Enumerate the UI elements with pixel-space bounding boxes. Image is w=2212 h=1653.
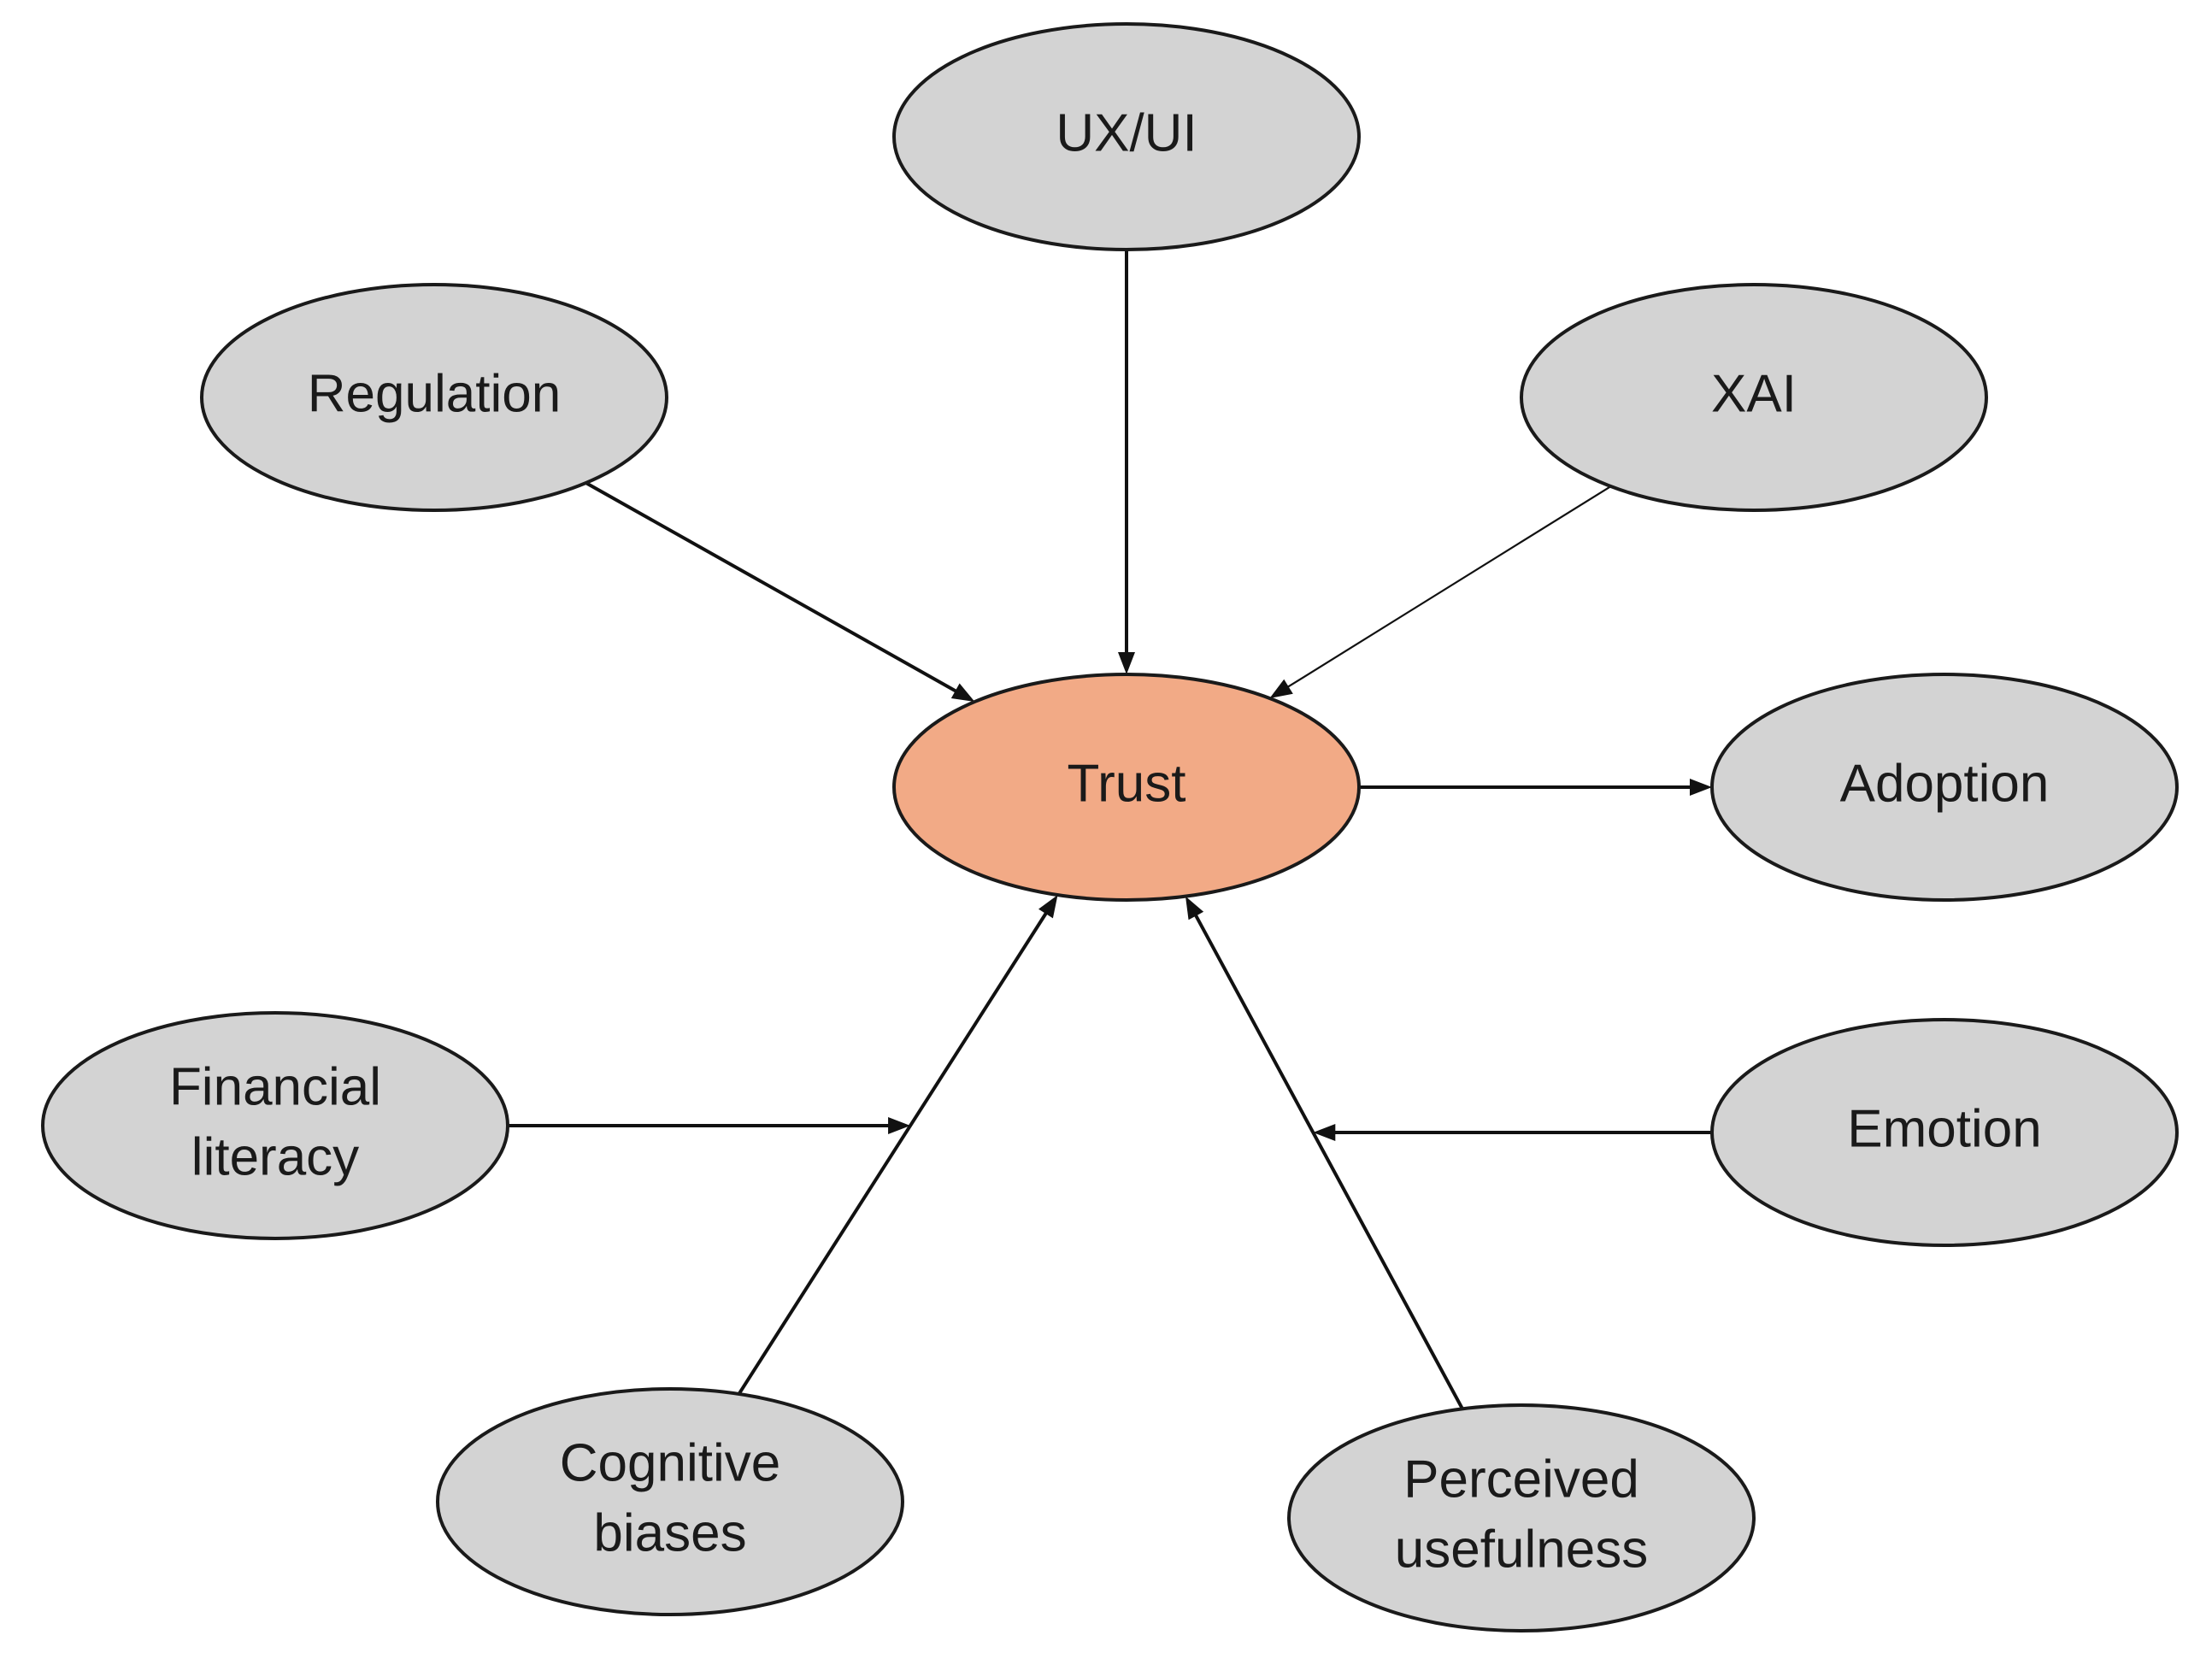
nodes-layer: UX/UI Regulation XAI Trust AdoptionFinancial… — [41, 22, 2179, 1632]
node-emotion-ellipse — [1710, 1018, 2179, 1247]
node-cognitive-biases-ellipse — [436, 1387, 904, 1616]
node-trust: Trust — [892, 673, 1361, 902]
node-perceived-usefulness-ellipse — [1287, 1403, 1756, 1632]
node-financial-literacy-ellipse — [41, 1011, 509, 1240]
edge-financial-literacy-to-cognitive-biases-to-trust-arrowhead — [888, 1117, 911, 1134]
edge-uxui-to-trust — [1118, 250, 1135, 674]
node-xai-ellipse — [1520, 283, 1988, 512]
node-uxui-ellipse — [892, 22, 1361, 251]
edge-trust-to-adoption-arrowhead — [1690, 779, 1712, 796]
node-emotion: Emotion — [1710, 1018, 2179, 1247]
node-regulation-ellipse — [200, 283, 668, 512]
node-xai: XAI — [1520, 283, 1988, 512]
edge-regulation-to-trust-line — [585, 481, 960, 694]
node-cognitive-biases-label-2: biases — [593, 1503, 746, 1562]
node-uxui: UX/UI — [892, 22, 1361, 251]
node-uxui-label-1: UX/UI — [1056, 103, 1197, 162]
edge-regulation-to-trust-arrowhead — [950, 683, 975, 703]
node-regulation: Regulation — [200, 283, 668, 512]
node-perceived-usefulness-label-1: Perceived — [1403, 1450, 1639, 1509]
edge-cognitive-biases-to-trust — [737, 895, 1058, 1395]
edge-financial-literacy-to-cognitive-biases-to-trust — [508, 1117, 911, 1134]
node-trust-ellipse — [892, 673, 1361, 902]
edge-xai-to-trust-line — [1285, 485, 1612, 690]
edge-cognitive-biases-to-trust-arrowhead — [1038, 895, 1058, 919]
node-trust-label-1: Trust — [1068, 754, 1186, 813]
node-financial-literacy: Financial literacy — [41, 1011, 509, 1240]
edge-trust-to-adoption — [1359, 779, 1712, 796]
node-cognitive-biases: Cognitive biases — [436, 1387, 904, 1616]
edge-xai-to-trust-arrowhead — [1269, 679, 1293, 698]
edge-cognitive-biases-to-trust-line — [737, 909, 1050, 1395]
node-financial-literacy-label-2: literacy — [191, 1127, 359, 1186]
node-xai-label-1: XAI — [1711, 364, 1797, 423]
node-emotion-label-1: Emotion — [1847, 1099, 2041, 1158]
edge-uxui-to-trust-arrowhead — [1118, 652, 1135, 674]
edge-emotion-to-perceived-usefulness-to-trust-arrowhead — [1313, 1124, 1336, 1141]
edge-perceived-usefulness-to-trust-arrowhead — [1185, 896, 1204, 921]
node-adoption-label-1: Adoption — [1840, 754, 2050, 813]
edges-layer — [508, 250, 1712, 1410]
edge-regulation-to-trust — [585, 481, 975, 703]
edge-perceived-usefulness-to-trust-line — [1192, 912, 1464, 1410]
node-perceived-usefulness-label-2: usefulness — [1395, 1520, 1648, 1579]
node-adoption: Adoption — [1710, 673, 2179, 902]
node-adoption-ellipse — [1710, 673, 2179, 902]
node-perceived-usefulness: Perceived usefulness — [1287, 1403, 1756, 1632]
node-financial-literacy-label-1: Financial — [169, 1057, 381, 1116]
edge-emotion-to-perceived-usefulness-to-trust — [1313, 1124, 1712, 1141]
edge-xai-to-trust — [1269, 485, 1612, 698]
node-cognitive-biases-label-1: Cognitive — [560, 1433, 780, 1492]
edge-perceived-usefulness-to-trust — [1185, 896, 1464, 1410]
node-regulation-label-1: Regulation — [308, 364, 561, 423]
